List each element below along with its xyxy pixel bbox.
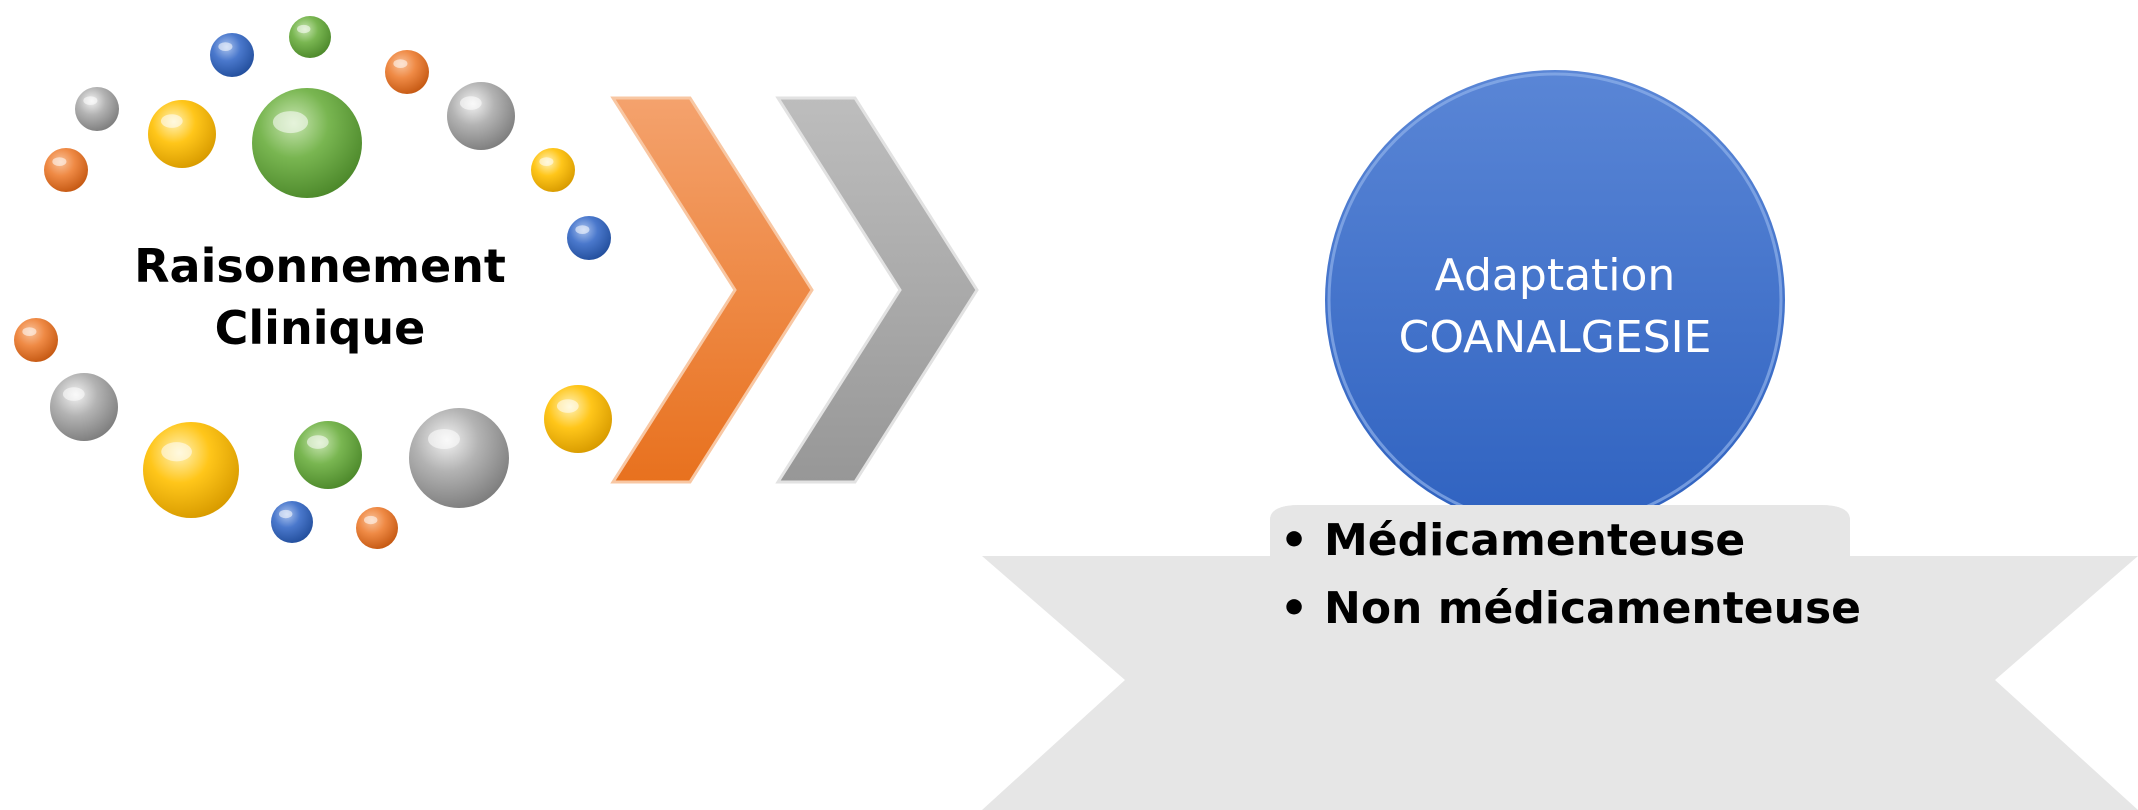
bubble-green	[289, 16, 331, 58]
cluster-title: Raisonnement Clinique	[120, 235, 520, 359]
bubble-yellow	[544, 385, 612, 453]
bubble-highlight	[52, 157, 67, 167]
bubble-highlight	[278, 509, 293, 519]
bubble-highlight	[306, 435, 329, 449]
chevron-right-icon	[610, 96, 814, 484]
bubble-highlight	[22, 327, 37, 337]
bubble-orange	[44, 148, 88, 192]
bubble-highlight	[393, 59, 408, 69]
cluster-title-line1: Raisonnement	[134, 239, 506, 293]
list-item: Médicamenteuse	[1280, 507, 1861, 575]
bubble-highlight	[296, 24, 311, 34]
bubble-gray	[447, 82, 515, 150]
bubble-yellow	[143, 422, 239, 518]
bubble-orange	[356, 507, 398, 549]
bubble-cluster	[14, 16, 612, 549]
bubble-green	[294, 421, 362, 489]
bubble-orange	[14, 318, 58, 362]
bubble-yellow	[531, 148, 575, 192]
bubble-highlight	[218, 42, 233, 52]
bubble-highlight	[539, 157, 554, 167]
bubble-blue	[271, 501, 313, 543]
bubble-highlight	[272, 111, 309, 134]
bubble-highlight	[428, 429, 460, 449]
bubble-gray	[50, 373, 118, 441]
target-label-line2: COANALGESIE	[1398, 312, 1712, 363]
bubble-highlight	[161, 442, 192, 462]
bubble-highlight	[62, 387, 85, 401]
bubble-highlight	[160, 114, 183, 128]
bubble-highlight	[556, 399, 579, 413]
bubble-green	[252, 88, 362, 198]
list-item: Non médicamenteuse	[1280, 575, 1861, 643]
bubble-highlight	[575, 225, 590, 235]
bubble-blue	[567, 216, 611, 260]
bubble-yellow	[148, 100, 216, 168]
cluster-title-line2: Clinique	[214, 301, 426, 355]
target-label-line1: Adaptation	[1434, 250, 1676, 301]
bubble-highlight	[363, 515, 378, 525]
bubble-blue	[210, 33, 254, 77]
bubble-orange	[385, 50, 429, 94]
chevron-right-icon	[775, 96, 979, 484]
bubble-highlight	[459, 96, 482, 110]
target-label: Adaptation COANALGESIE	[1330, 245, 1780, 369]
bullet-list: Médicamenteuse Non médicamenteuse	[1280, 507, 1861, 643]
bubble-gray	[75, 87, 119, 131]
bubble-gray	[409, 408, 509, 508]
bubble-highlight	[83, 96, 98, 106]
target-circle	[1325, 70, 1785, 530]
